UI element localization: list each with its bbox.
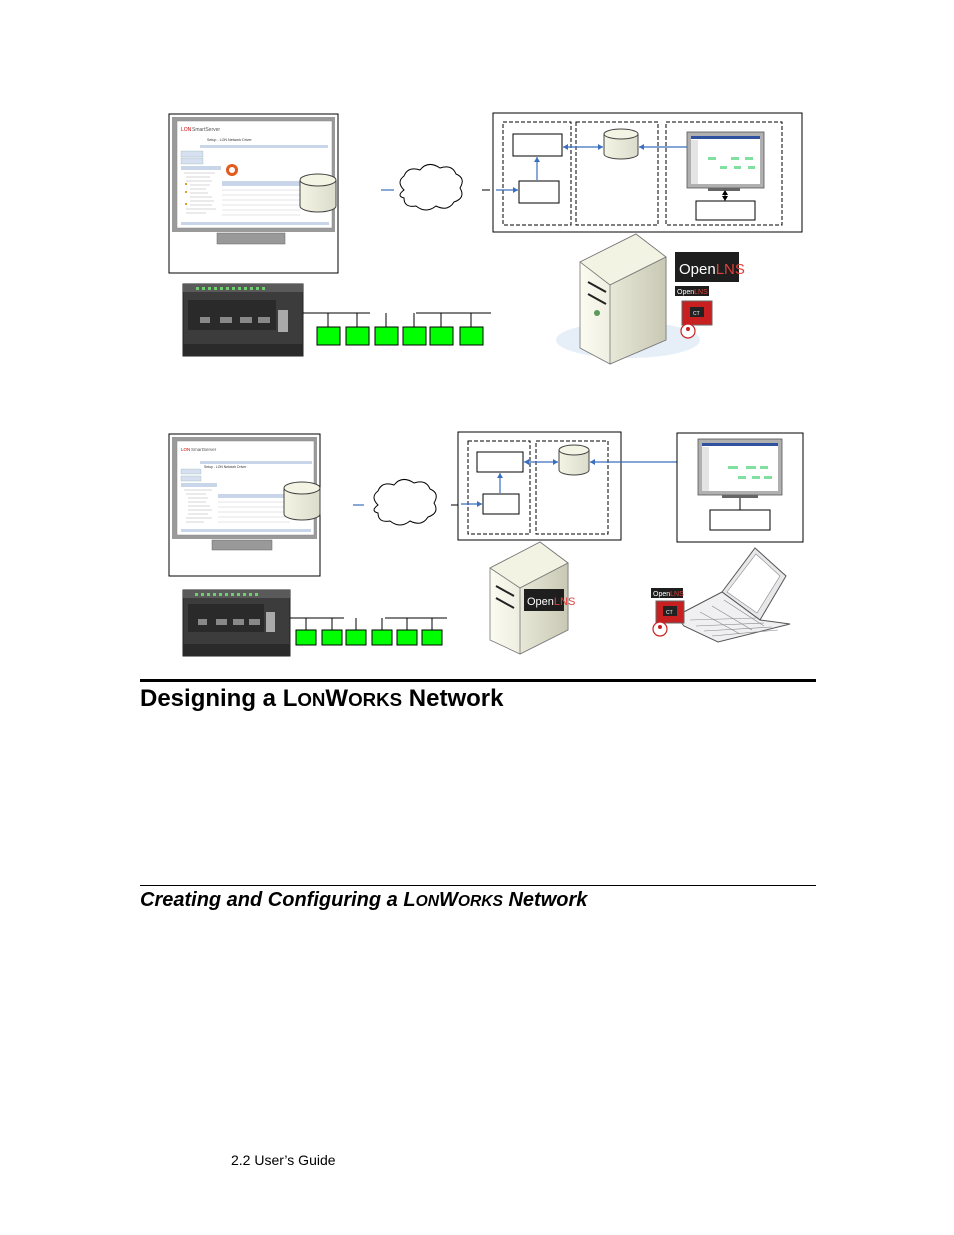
lonworks-device bbox=[316, 326, 341, 346]
lonworks-device bbox=[374, 326, 399, 346]
screen-title-bottom: Setup - LON Network Driver bbox=[204, 465, 247, 469]
svg-text:OpenLNS: OpenLNS bbox=[653, 591, 684, 598]
lonworks-device bbox=[459, 326, 484, 346]
lonworks-device bbox=[321, 629, 343, 646]
lonworks-device bbox=[402, 326, 427, 346]
section-rule bbox=[140, 679, 816, 682]
ip-network-cloud bbox=[399, 164, 463, 211]
svg-text:CT: CT bbox=[693, 311, 700, 317]
network-diagrams: LON SmartServer Setup - LON Network Driv… bbox=[168, 112, 804, 657]
diagram-top: LON SmartServer Setup - LON Network Driv… bbox=[168, 112, 803, 365]
lonworks-device bbox=[345, 326, 370, 346]
svg-text:OpenLNS: OpenLNS bbox=[527, 596, 575, 608]
page-footer: 2.2 User’s Guide bbox=[231, 1152, 336, 1168]
lonworks-device bbox=[429, 326, 454, 346]
svg-text:OpenLNS: OpenLNS bbox=[677, 289, 708, 296]
openlns-logo bbox=[524, 589, 564, 611]
lonworks-device bbox=[396, 629, 418, 646]
svg-text:OpenLNS: OpenLNS bbox=[679, 261, 745, 278]
svg-text:SmartServer: SmartServer bbox=[191, 447, 217, 452]
lonworks-device bbox=[295, 629, 317, 646]
svg-text:CT: CT bbox=[666, 610, 673, 616]
section-heading: Designing a LONWORKS Network bbox=[140, 685, 504, 712]
screen-title-top: Setup - LON Network Driver bbox=[207, 138, 253, 142]
server-group-box bbox=[457, 431, 622, 541]
svg-text:LON: LON bbox=[181, 127, 192, 133]
svg-text:LON: LON bbox=[181, 447, 190, 452]
lonworks-device bbox=[421, 629, 443, 646]
svg-text:SmartServer: SmartServer bbox=[192, 127, 220, 133]
diagram-bottom: LON SmartServer Setup - LON Network Driv… bbox=[168, 431, 804, 657]
subsection-heading: Creating and Configuring a LONWORKS Netw… bbox=[140, 889, 588, 911]
lonworks-device bbox=[371, 629, 393, 646]
subsection-rule bbox=[140, 885, 816, 886]
openlns-logo bbox=[675, 252, 739, 282]
lonworks-device bbox=[345, 629, 367, 646]
ip-network-cloud bbox=[373, 479, 437, 526]
